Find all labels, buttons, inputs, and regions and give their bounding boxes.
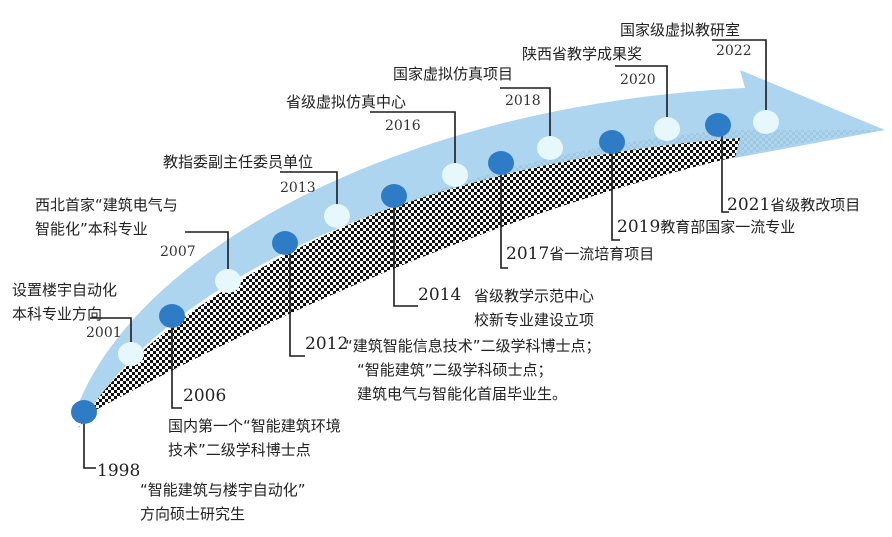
event-2001-year: 2001 <box>86 325 122 341</box>
event-1998-text: “智能建筑与楼宇自动化”方向硕士研究生 <box>140 481 306 523</box>
event-2016-year: 2016 <box>385 118 421 134</box>
node-2014 <box>381 184 407 208</box>
event-2017-text: 2017省一流培育项目 <box>506 244 655 264</box>
node-2006 <box>159 304 185 328</box>
node-2021 <box>705 113 731 137</box>
node-2016 <box>442 163 468 187</box>
connector-top-2007 <box>185 231 229 281</box>
connector-top-2001 <box>90 317 132 354</box>
node-2022 <box>753 110 779 134</box>
connector-bottom-2006 <box>171 316 182 409</box>
node-2018 <box>537 136 563 160</box>
event-2007-year: 2007 <box>160 244 196 260</box>
connector-bottom-2012 <box>289 243 305 357</box>
arrow-checker-band <box>78 130 885 428</box>
event-2022-text: 国家级虚拟教研室 <box>620 21 741 39</box>
event-2018-text: 国家虚拟仿真项目 <box>393 65 514 83</box>
event-2007-text: 西北首家“建筑电气与智能化”本科专业 <box>35 196 178 238</box>
event-2013-text: 教指委副主任委员单位 <box>163 153 314 171</box>
node-2001 <box>118 342 144 366</box>
event-2014-text: 省级教学示范中心校新专业建设立项 <box>474 287 595 329</box>
node-1998 <box>71 400 97 424</box>
connector-top-2022 <box>712 39 767 122</box>
connector-top-2016 <box>370 111 456 175</box>
connector-bottom-2014 <box>393 196 418 307</box>
event-2019-text: 2019教育部国家一流专业 <box>617 217 796 237</box>
event-2006-year: 2006 <box>183 386 227 406</box>
node-2012 <box>272 231 298 255</box>
connector-bottom-2021 <box>721 125 729 213</box>
arrow-body <box>78 70 885 410</box>
event-2016-text: 省级虚拟仿真中心 <box>286 93 407 111</box>
event-2020-text: 陕西省教学成果奖 <box>522 45 643 63</box>
node-2020 <box>654 117 680 141</box>
event-1998-year: 1998 <box>97 461 141 481</box>
event-2012-text: “建筑智能信息技术”二级学科博士点； “智能建筑”二级学科硕士点； 建筑电气与智… <box>345 337 601 403</box>
node-2017 <box>488 151 514 175</box>
connector-top-2020 <box>615 65 668 129</box>
node-2013 <box>324 204 350 228</box>
event-2018-year: 2018 <box>505 93 541 109</box>
connector-bottom-2019 <box>611 142 620 241</box>
event-2013-year: 2013 <box>280 180 316 196</box>
event-2021-text: 2021省级教改项目 <box>727 195 861 215</box>
event-2006-text: 国内第一个“智能建筑环境技术”二级学科博士点 <box>168 417 341 459</box>
node-2019 <box>599 130 625 154</box>
connector-bottom-1998 <box>83 412 96 469</box>
event-2022-year: 2022 <box>716 43 752 59</box>
event-2014-year: 2014 <box>418 285 462 305</box>
connector-top-2018 <box>500 87 551 148</box>
event-2001-text: 设置楼宇自动化本科专业方向 <box>12 281 118 323</box>
connector-bottom-2017 <box>500 163 508 269</box>
node-2007 <box>215 269 241 293</box>
connector-top-2013 <box>280 171 338 216</box>
event-2012-year: 2012 <box>305 334 349 354</box>
event-2020-year: 2020 <box>620 72 656 88</box>
